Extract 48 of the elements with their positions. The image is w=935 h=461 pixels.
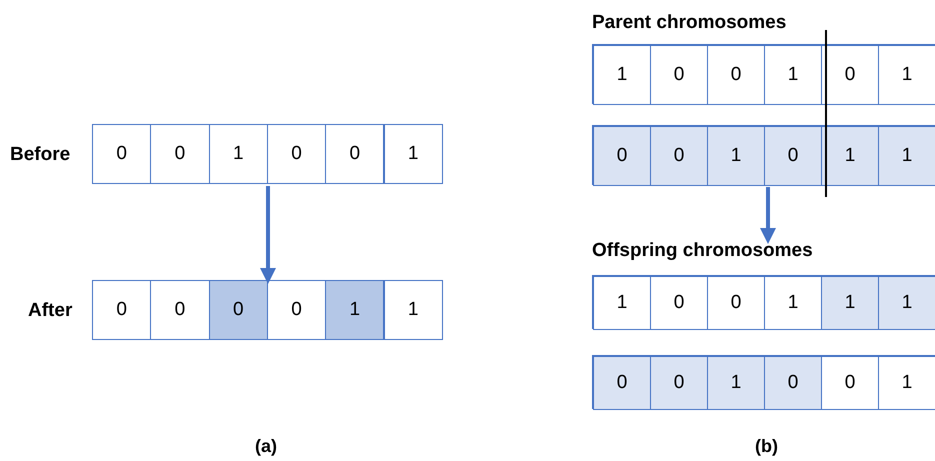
gene-cell: 0 [593, 126, 651, 186]
gene-cell: 1 [821, 276, 879, 330]
gene-cell: 1 [384, 280, 443, 340]
gene-cell: 0 [92, 124, 152, 184]
gene-cell: 1 [764, 45, 822, 105]
gene-cell: 1 [384, 124, 443, 184]
gene-cell: 0 [821, 356, 879, 410]
gene-cell: 1 [764, 276, 822, 330]
chromosome-row [592, 44, 935, 104]
gene-cell: 0 [650, 356, 708, 410]
arrow [260, 186, 276, 284]
gene-cell: 1 [593, 45, 651, 105]
chromosome-row [592, 275, 935, 329]
gene-cell: 0 [821, 45, 879, 105]
gene-cell: 1 [878, 45, 935, 105]
gene-cell: 1 [878, 356, 935, 410]
gene-cell: 1 [593, 276, 651, 330]
gene-cell: 0 [707, 45, 765, 105]
gene-cell: 1 [878, 276, 935, 330]
panel-caption: (a) [255, 436, 277, 457]
gene-cell: 1 [325, 280, 384, 340]
gene-cell: 0 [593, 356, 651, 410]
gene-cell: 1 [208, 124, 268, 184]
gene-cell: 0 [150, 280, 210, 340]
gene-cell: 0 [650, 276, 708, 330]
gene-cell: 0 [266, 124, 326, 184]
gene-cell: 0 [92, 280, 152, 340]
gene-cell: 1 [878, 126, 935, 186]
gene-cell: 1 [707, 126, 765, 186]
group-heading: Offspring chromosomes [592, 240, 813, 262]
row-label: After [28, 300, 72, 322]
chromosome-row [592, 125, 935, 185]
gene-cell: 0 [325, 124, 384, 184]
row-label: Before [10, 144, 70, 166]
gene-cell: 0 [208, 280, 268, 340]
gene-cell: 1 [707, 356, 765, 410]
gene-cell: 0 [707, 276, 765, 330]
group-heading: Parent chromosomes [592, 12, 786, 34]
gene-cell: 0 [650, 45, 708, 105]
chromosome-row [592, 355, 935, 409]
arrow [760, 187, 776, 244]
gene-cell: 0 [266, 280, 326, 340]
panel-caption: (b) [755, 436, 778, 457]
gene-cell: 0 [150, 124, 210, 184]
gene-cell: 0 [764, 356, 822, 410]
gene-cell: 1 [821, 126, 879, 186]
gene-cell: 0 [764, 126, 822, 186]
gene-cell: 0 [650, 126, 708, 186]
